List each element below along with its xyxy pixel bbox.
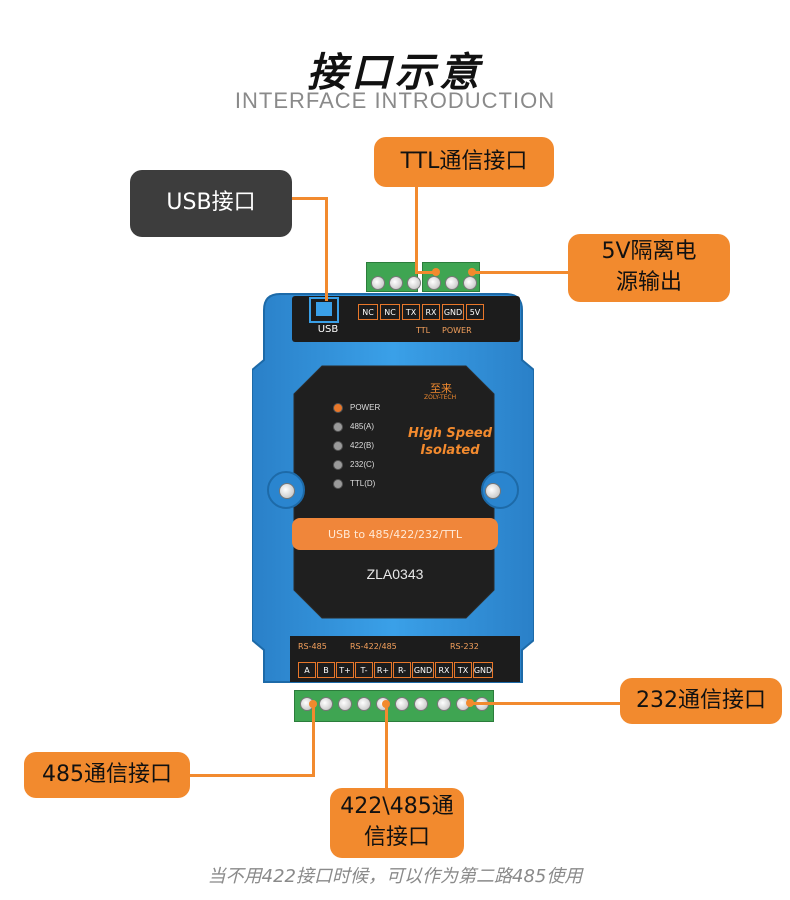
rs485-leader-v: [312, 704, 315, 776]
led-232c: [333, 460, 343, 470]
bottom-group-rs422: RS-422/485: [350, 642, 397, 651]
led-label-485a: 485(A): [350, 422, 375, 431]
function-band-text: USB to 485/422/232/TTL: [327, 527, 463, 541]
top-screw-3: [407, 276, 421, 290]
rs485-leader-dot: [309, 700, 317, 708]
function-band: USB to 485/422/232/TTL: [292, 518, 498, 550]
device-body: [252, 293, 534, 683]
callout-usb-interface: USB接口: [130, 170, 292, 237]
callout-rs422-text-2: 信接口: [363, 825, 430, 850]
slogan-line-2: Isolated: [420, 443, 480, 458]
rs422-leader-dot: [382, 700, 390, 708]
top-group-ttl: TTL: [416, 326, 431, 335]
top-pin-tx: TX: [402, 304, 420, 320]
usb-port-label: USB: [317, 324, 339, 335]
bottom-pin-tx: TX: [454, 662, 472, 678]
top-screw-6: [463, 276, 477, 290]
led-ttld: [333, 479, 343, 489]
bottom-pin-gnd-1: GND: [412, 662, 434, 678]
top-pin-gnd: GND: [442, 304, 464, 320]
callout-power-text-1: 5V隔离电: [601, 239, 697, 265]
top-screw-4: [427, 276, 441, 290]
bottom-pin-b: B: [317, 662, 335, 678]
bottom-pin-t-plus: T+: [336, 662, 354, 678]
top-pin-rx: RX: [422, 304, 440, 320]
bottom-screw-8: [437, 697, 451, 711]
bottom-screw-2: [319, 697, 333, 711]
rs232-leader-dot: [466, 699, 474, 707]
bottom-pin-gnd-2: GND: [473, 662, 493, 678]
callout-rs485-interface: 485通信接口: [24, 752, 190, 798]
top-pin-nc-1: NC: [358, 304, 378, 320]
bottom-pin-t-minus: T-: [355, 662, 373, 678]
ttl-leader-dot: [432, 268, 440, 276]
rs422-leader-v: [385, 704, 388, 790]
top-pin-5v: 5V: [466, 304, 484, 320]
callout-rs232-interface: 232通信接口: [620, 678, 782, 724]
usb-leader-h: [292, 197, 328, 200]
led-422b: [333, 441, 343, 451]
top-screw-5: [445, 276, 459, 290]
led-label-232c: 232(C): [350, 460, 375, 469]
led-label-power: POWER: [350, 403, 381, 412]
callout-rs232-text: 232通信接口: [636, 687, 766, 713]
brand-sub: ZOLY-TECH: [424, 394, 457, 401]
rs232-leader: [470, 702, 622, 705]
callout-rs485-text: 485通信接口: [42, 761, 172, 787]
bottom-screw-6: [395, 697, 409, 711]
top-screw-2: [389, 276, 403, 290]
bottom-pin-r-plus: R+: [374, 662, 392, 678]
bottom-screw-7: [414, 697, 428, 711]
brand-logo: 至来: [430, 382, 452, 395]
ttl-leader-h: [415, 271, 437, 274]
ttl-leader-v: [415, 186, 418, 274]
left-mount-screw: [279, 483, 295, 499]
bottom-screw-4: [357, 697, 371, 711]
callout-ttl-interface: TTL通信接口: [374, 137, 554, 187]
callout-rs422-text-1: 422\485通: [340, 794, 454, 820]
top-pin-nc-2: NC: [380, 304, 400, 320]
callout-usb-text: USB接口: [166, 190, 256, 216]
top-screw-1: [371, 276, 385, 290]
power-leader: [472, 271, 570, 274]
bottom-pin-a: A: [298, 662, 316, 678]
bottom-pin-r-minus: R-: [393, 662, 411, 678]
callout-power-output: 5V隔离电 源输出: [568, 234, 730, 302]
led-power: [333, 403, 343, 413]
rs485-leader-h: [190, 774, 315, 777]
bottom-pin-rx: RX: [435, 662, 453, 678]
bottom-group-rs232: RS-232: [450, 642, 479, 651]
page-subtitle: INTERFACE INTRODUCTION: [234, 88, 556, 113]
power-leader-dot: [468, 268, 476, 276]
right-mount-screw: [485, 483, 501, 499]
slogan-line-1: High Speed: [407, 426, 493, 441]
led-label-422b: 422(B): [350, 441, 375, 450]
callout-rs422-interface: 422\485通 信接口: [330, 788, 464, 858]
led-label-ttld: TTL(D): [350, 479, 376, 488]
callout-ttl-text: TTL通信接口: [400, 148, 528, 174]
bottom-screw-3: [338, 697, 352, 711]
top-group-power: POWER: [442, 326, 472, 335]
model-number: ZLA0343: [366, 566, 424, 582]
usb-leader-v: [325, 197, 328, 301]
bottom-group-rs485: RS-485: [298, 642, 327, 651]
callout-power-text-2: 源输出: [615, 270, 682, 295]
page-title: 接口示意: [307, 50, 483, 96]
led-485a: [333, 422, 343, 432]
footnote-caption: 当不用422接口时候，可以作为第二路485使用: [207, 866, 583, 887]
